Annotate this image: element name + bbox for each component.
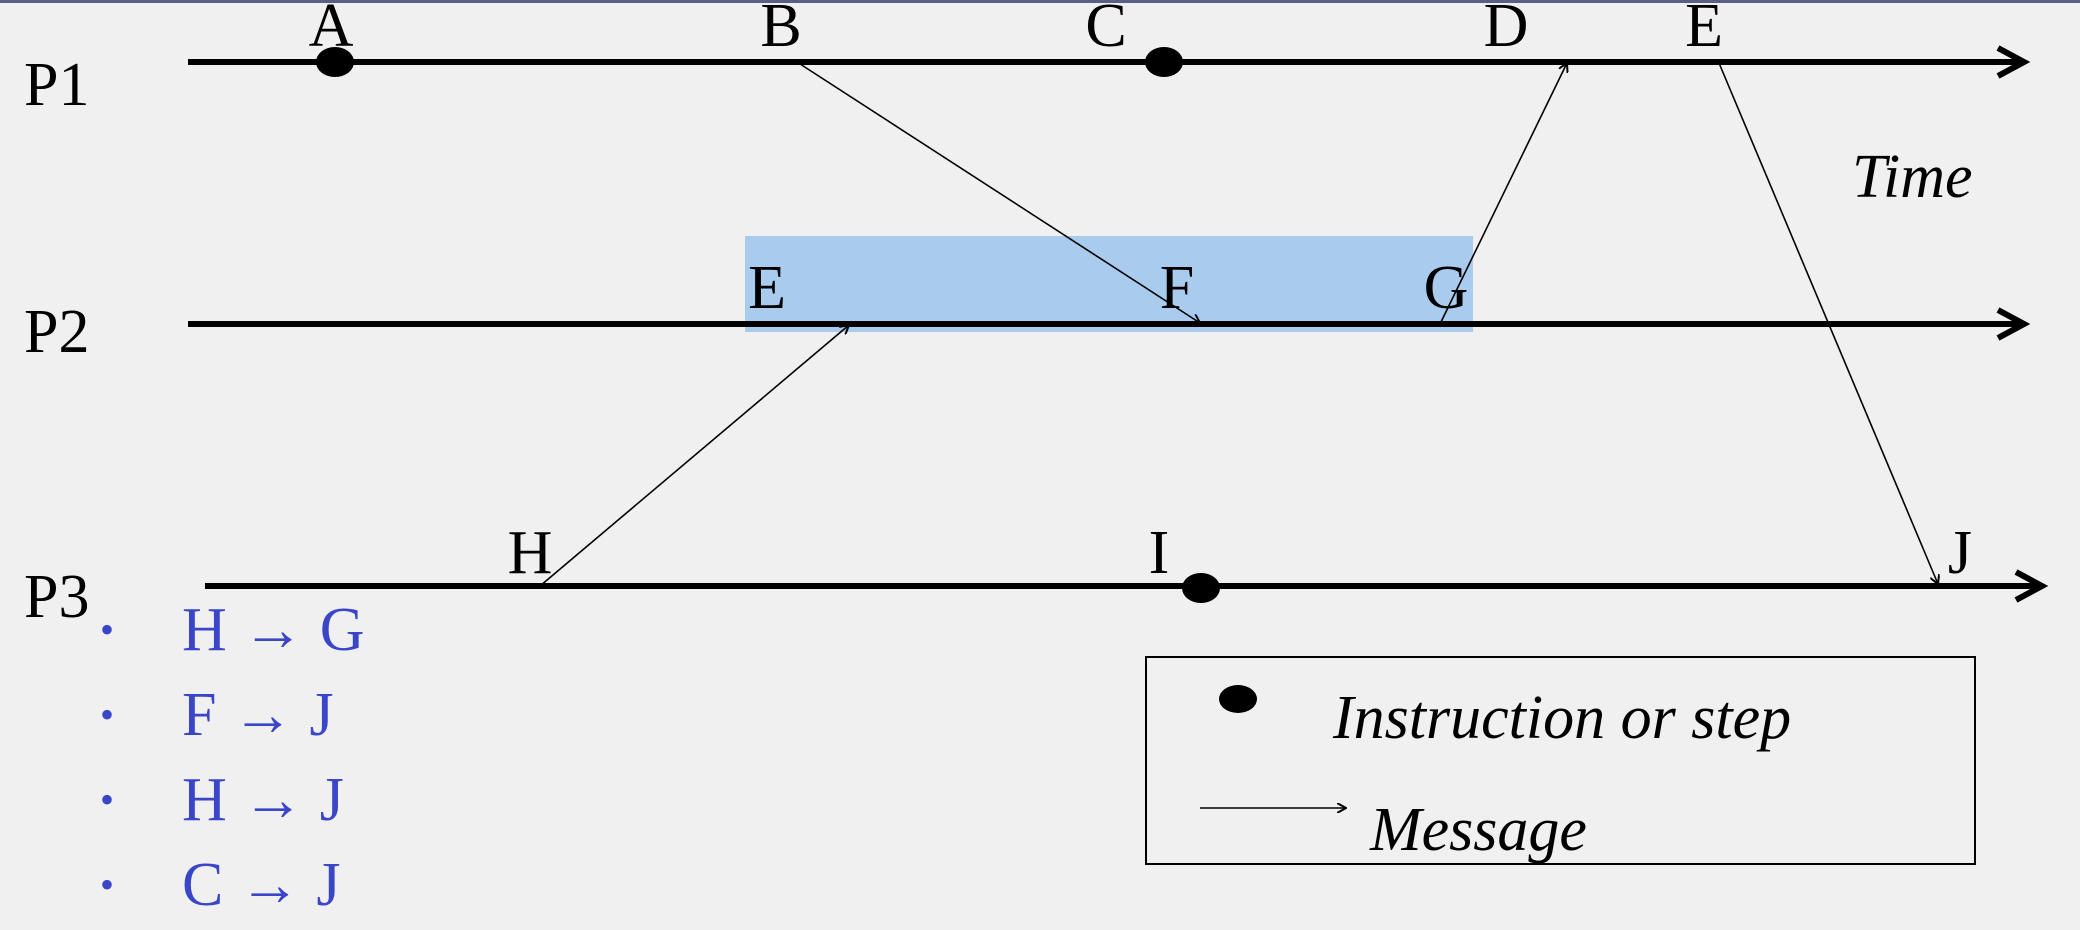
- bullet-dot: •: [100, 862, 115, 907]
- event-label-p1-b: B: [760, 0, 801, 60]
- legend: Instruction or step Message: [1145, 656, 1976, 865]
- bullet-dot: •: [100, 777, 115, 822]
- process-label-p2: P2: [24, 298, 89, 366]
- event-label-p3-j: J: [1948, 519, 1972, 587]
- implies-arrow-icon: →: [238, 851, 301, 919]
- top-bar: [0, 0, 2080, 3]
- message-b-to-f: [796, 61, 1200, 323]
- message-g-to-d: [1440, 63, 1567, 323]
- timeline-p1: [188, 45, 2031, 79]
- relation-item: •H → G: [100, 590, 365, 675]
- message-h-to-e: [539, 325, 849, 587]
- legend-message-label: Message: [1369, 796, 1587, 864]
- event-label-p2-e: E: [748, 254, 786, 322]
- process-label-p3: P3: [24, 563, 89, 631]
- time-label: Time: [1852, 143, 1973, 211]
- legend-step-dot: [1219, 685, 1257, 713]
- implies-arrow-icon: →: [242, 766, 305, 834]
- relation-item: •F → J: [100, 675, 365, 760]
- event-label-p3-h: H: [508, 519, 553, 587]
- implies-arrow-icon: →: [231, 681, 294, 749]
- relation-item: •C → J: [100, 845, 365, 930]
- timeline-p2: [188, 307, 2031, 341]
- bullet-dot: •: [100, 692, 115, 737]
- process-label-p1: P1: [24, 51, 89, 119]
- legend-box: [1145, 656, 1976, 865]
- event-label-p1-d: D: [1484, 0, 1529, 60]
- timeline-p3: [205, 569, 2049, 603]
- event-label-p2-g: G: [1424, 254, 1469, 322]
- event-label-p1-a: A: [309, 0, 354, 60]
- event-label-p1-c: C: [1085, 0, 1126, 60]
- event-label-p3-i: I: [1149, 519, 1170, 587]
- highlight-region: [745, 236, 1473, 332]
- event-label-p2-f: F: [1160, 254, 1194, 322]
- relation-item: •H → J: [100, 760, 365, 845]
- step-dot-i: [1182, 573, 1220, 603]
- step-dot-c: [1145, 47, 1183, 77]
- legend-step-label: Instruction or step: [1332, 684, 1791, 752]
- implies-arrow-icon: →: [242, 596, 305, 664]
- bullet-dot: •: [100, 607, 115, 652]
- step-dot-a: [316, 47, 354, 77]
- relation-list: •H → G •F → J •H → J •C → J: [100, 590, 365, 930]
- message-e-to-j: [1718, 62, 1938, 584]
- event-label-p1-e: E: [1685, 0, 1723, 60]
